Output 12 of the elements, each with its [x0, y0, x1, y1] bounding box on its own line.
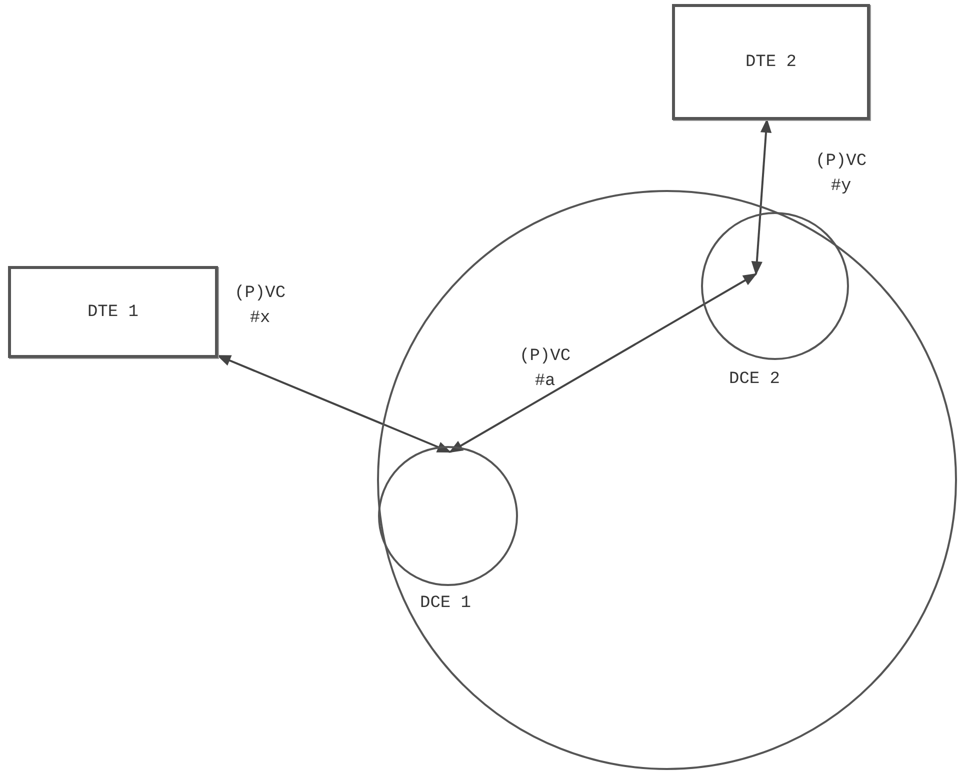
- arrow: [216, 354, 452, 453]
- node-label: DCE 1: [420, 594, 472, 613]
- node-label: DTE 2: [745, 52, 796, 72]
- edge-label: (P)VC #x: [234, 283, 287, 330]
- arrow: [448, 273, 758, 453]
- arrow: [751, 118, 772, 276]
- node-label: DTE 1: [87, 302, 138, 322]
- edge-label: (P)VC #y: [814, 151, 868, 198]
- terminal-box: [8, 266, 218, 358]
- edge-label: (P)VC #a: [518, 346, 572, 393]
- node-label: DCE 2: [729, 370, 780, 389]
- terminal-box: [672, 4, 870, 120]
